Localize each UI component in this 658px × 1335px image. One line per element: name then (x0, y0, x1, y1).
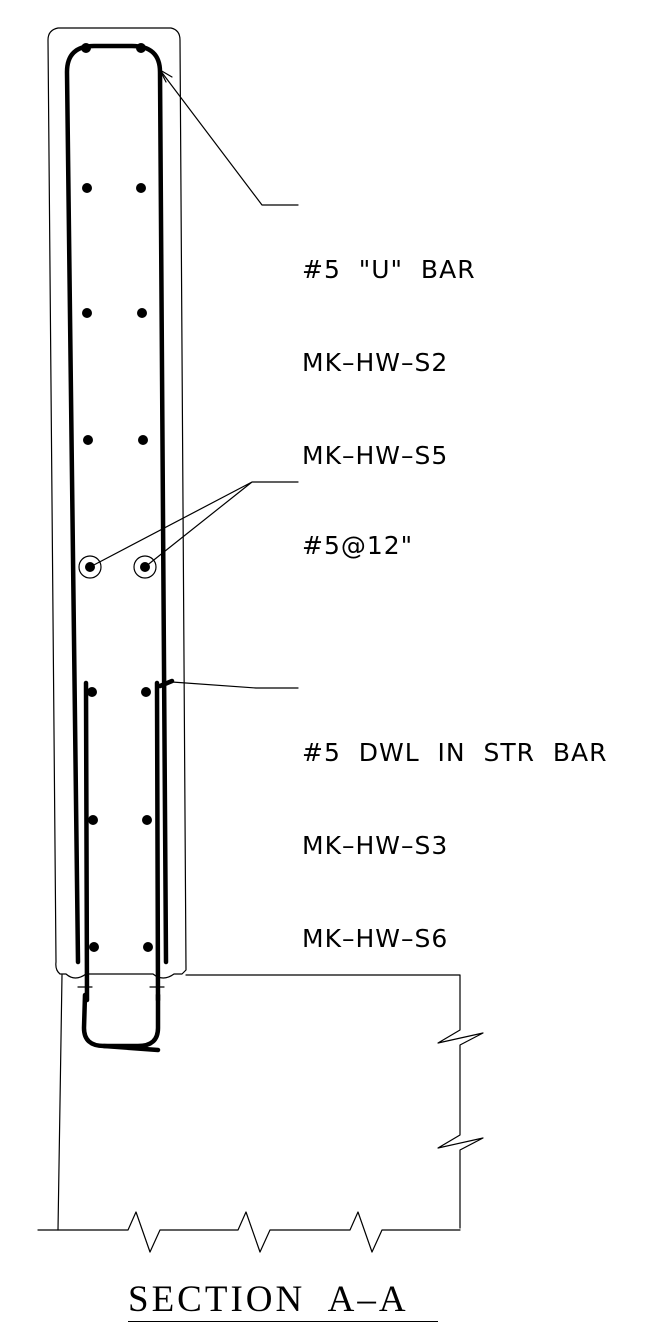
rebar-dot (88, 815, 98, 825)
u-bar (64, 43, 169, 965)
u-bar-callout: #5 "U" BAR MK–HW–S2 MK–HW–S5 (302, 192, 476, 502)
rebar-dot (141, 687, 151, 697)
dowel-hook-stub (157, 678, 175, 689)
rebar-dot (87, 687, 97, 697)
callout-line: #5 DWL IN STR BAR (302, 738, 608, 767)
spacing-leader (89, 481, 299, 568)
rebar-dot (142, 815, 152, 825)
section-title-underline (128, 1321, 438, 1322)
rebar-callout-ring (78, 555, 102, 579)
callout-line: MK–HW–S2 (302, 348, 449, 377)
dowel-footing-tail (101, 1043, 161, 1053)
footing-outline (57, 974, 484, 1231)
section-title: SECTION A–A (128, 1279, 409, 1320)
u-bar-leader (159, 69, 299, 206)
rebar-dot (136, 183, 146, 193)
dowel-bar-left (83, 680, 90, 1003)
callout-line: #5@12" (302, 531, 414, 560)
u-bar-leader-arrow (159, 69, 173, 83)
dowel-leader (171, 681, 299, 689)
rebar-dot (82, 308, 92, 318)
rebar-dot (137, 308, 147, 318)
spacing-callout: #5@12" (302, 468, 413, 592)
dowel-footing-loop (81, 992, 161, 1049)
ground-break-line (37, 1211, 461, 1253)
rebar-dot (138, 435, 148, 445)
callout-line: MK–HW–S3 (302, 831, 449, 860)
rebar-dot (143, 942, 153, 952)
rebar-dot (136, 43, 146, 53)
rebar-dot (81, 43, 91, 53)
callout-line: MK–HW–S5 (302, 441, 449, 470)
wall-outline (47, 27, 187, 979)
rebar-dot (83, 435, 93, 445)
callout-line: #5 "U" BAR (302, 255, 476, 284)
rebar-callout-ring (133, 555, 157, 579)
rebar-dot (82, 183, 92, 193)
rebar-dot (89, 942, 99, 952)
dowel-bar-right (154, 680, 161, 1003)
dowel-callout: #5 DWL IN STR BAR MK–HW–S3 MK–HW–S6 (302, 675, 608, 985)
callout-line: MK–HW–S6 (302, 924, 449, 953)
